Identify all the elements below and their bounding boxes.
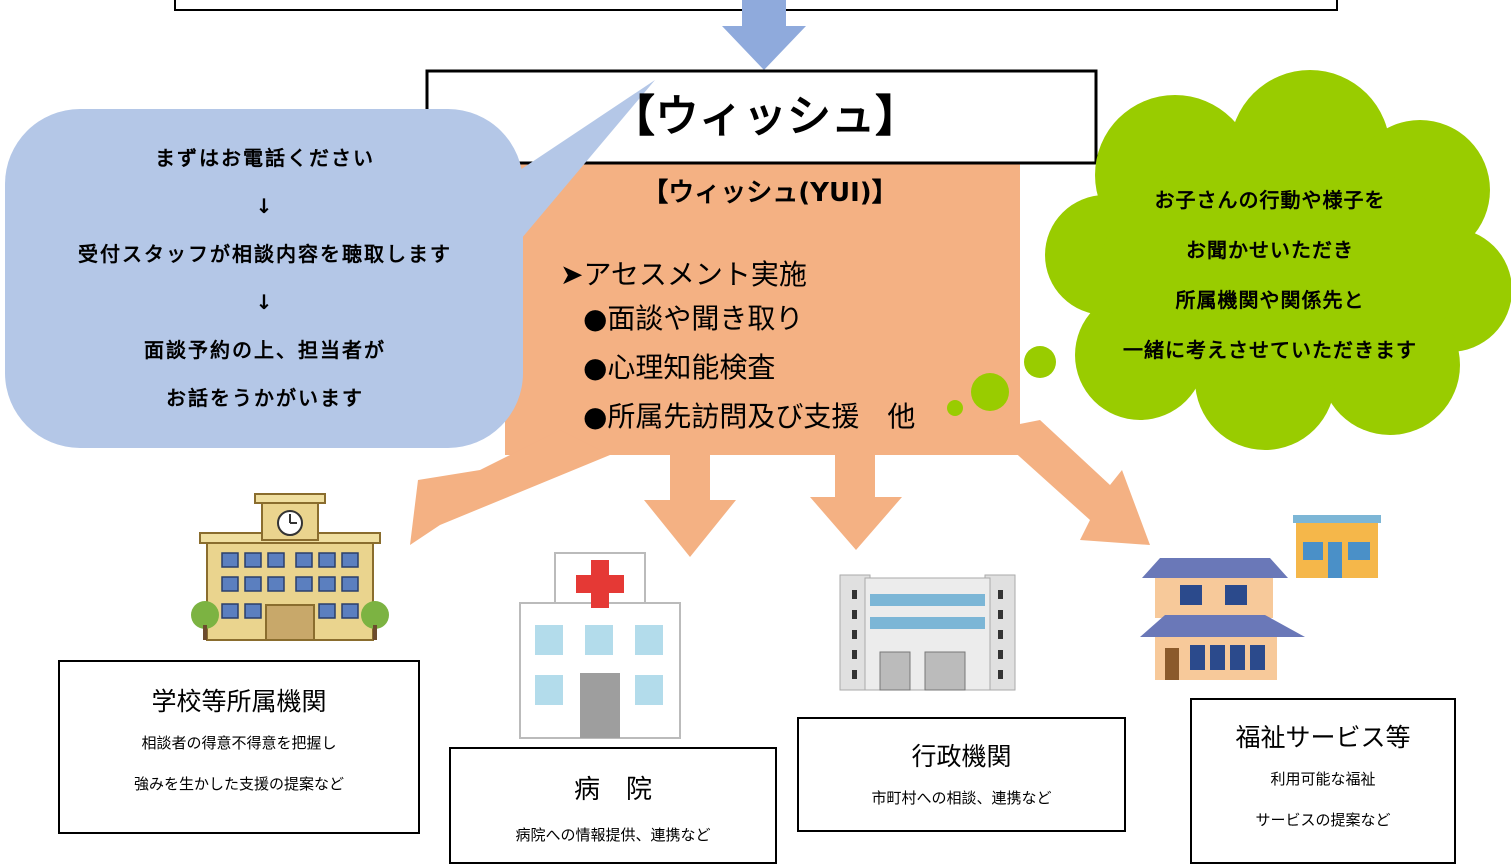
arrow-to-school xyxy=(410,430,610,545)
government-line-1: 市町村への相談、連携など xyxy=(871,789,1052,807)
school-building-icon xyxy=(191,493,389,641)
welfare-buildings-icon xyxy=(1140,515,1381,680)
welfare-line-2: サービスの提案など xyxy=(1255,811,1391,829)
center-item-visit-support: ●所属先訪問及び支援 他 xyxy=(583,400,916,433)
hospital-box: 病 院 病院への情報提供、連携など xyxy=(449,747,777,864)
thought-cloud-shape xyxy=(947,70,1511,450)
blue-bubble-shape xyxy=(5,109,523,448)
salmon-area xyxy=(505,160,1020,455)
school-line-2: 強みを生かした支援の提案など xyxy=(133,775,344,793)
bubble-line-call: まずはお電話ください xyxy=(155,146,375,170)
welfare-box: 福祉サービス等 利用可能な福祉 サービスの提案など xyxy=(1190,698,1456,864)
main-title: 【ウィッシュ】 xyxy=(611,91,919,142)
government-building-icon xyxy=(839,574,1016,691)
hospital-line-1: 病院への情報提供、連携など xyxy=(515,826,711,844)
bubble-arrow-1: ↓ xyxy=(255,194,275,218)
school-line-1: 相談者の得意不得意を把握し xyxy=(141,734,337,752)
bubble-line-listen: お話をうかがいます xyxy=(166,386,364,410)
center-item-psych-test: ●心理知能検査 xyxy=(583,351,776,384)
cloud-text: お子さんの行動や様子を お聞かせいただき 所属機関や関係先と 一緒に考えさせてい… xyxy=(1090,180,1450,380)
arrow-to-hospital xyxy=(644,455,736,557)
blue-down-arrow xyxy=(722,0,806,70)
assessment-label: ➤アセスメント実施 xyxy=(560,258,807,291)
center-item-interview: ●面談や聞き取り xyxy=(583,302,804,335)
cloud-line-4: 一緒に考えさせていただきます xyxy=(1123,338,1417,362)
government-box: 行政機関 市町村への相談、連携など xyxy=(797,717,1126,832)
main-title-box xyxy=(425,69,1098,165)
school-box: 学校等所属機関 相談者の得意不得意を把握し 強みを生かした支援の提案など xyxy=(58,660,420,834)
welfare-title: 福祉サービス等 xyxy=(1235,723,1411,752)
school-title: 学校等所属機関 xyxy=(151,687,327,716)
cloud-line-3: 所属機関や関係先と xyxy=(1175,288,1365,312)
bubble-line-reception: 受付スタッフが相談内容を聴取します xyxy=(78,242,452,266)
arrow-to-welfare xyxy=(990,420,1150,545)
government-title: 行政機関 xyxy=(911,742,1012,771)
hospital-building-icon xyxy=(519,552,681,739)
cloud-line-1: お子さんの行動や様子を xyxy=(1154,188,1386,212)
cloud-line-2: お聞かせいただき xyxy=(1186,238,1354,262)
center-heading: 【ウィッシュ(YUI)】 xyxy=(642,178,898,208)
welfare-line-1: 利用可能な福祉 xyxy=(1270,770,1376,788)
blue-bubble-text: まずはお電話ください ↓ 受付スタッフが相談内容を聴取します ↓ 面談予約の上、… xyxy=(20,138,510,426)
blue-bubble-tail xyxy=(505,80,655,258)
arrow-to-government xyxy=(810,455,902,550)
hospital-title: 病 院 xyxy=(573,775,652,805)
bubble-line-reservation: 面談予約の上、担当者が xyxy=(144,338,386,362)
bubble-arrow-2: ↓ xyxy=(255,290,275,314)
